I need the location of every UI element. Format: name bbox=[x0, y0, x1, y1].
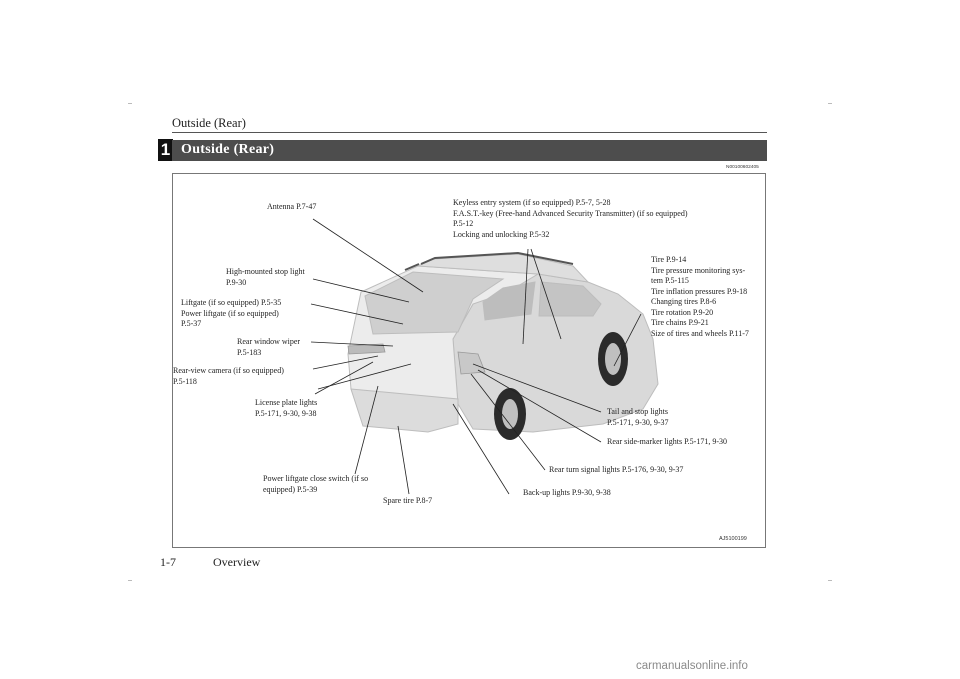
section-title: Outside (Rear) bbox=[181, 142, 274, 158]
label-tail-and-stop-lights: Tail and stop lights P.5-171, 9-30, 9-37 bbox=[607, 407, 669, 428]
figure-id: AJ5100199 bbox=[719, 536, 747, 542]
vehicle-figure: Antenna P.7-47 Keyless entry system (if … bbox=[172, 173, 766, 548]
crop-mark bbox=[128, 580, 132, 581]
label-rear-view-camera: Rear-view camera (if so equipped) P.5-11… bbox=[173, 366, 284, 387]
section-code: N00100602405 bbox=[726, 165, 759, 170]
label-back-up-lights: Back-up lights P.9-30, 9-38 bbox=[523, 488, 611, 499]
footer-chapter-name: Overview bbox=[213, 555, 260, 570]
crop-mark bbox=[128, 103, 132, 104]
page-number: 1-7 bbox=[160, 555, 176, 570]
label-high-mounted-stop-light: High-mounted stop light P.9-30 bbox=[226, 267, 305, 288]
label-rear-turn-signal-lights: Rear turn signal lights P.5-176, 9-30, 9… bbox=[549, 465, 683, 476]
label-keyless-entry: Keyless entry system (if so equipped) P.… bbox=[453, 198, 688, 240]
label-license-plate-lights: License plate lights P.5-171, 9-30, 9-38 bbox=[255, 398, 317, 419]
crop-mark bbox=[828, 103, 832, 104]
label-rear-side-marker-lights: Rear side-marker lights P.5-171, 9-30 bbox=[607, 437, 727, 448]
label-antenna: Antenna P.7-47 bbox=[267, 202, 316, 213]
label-spare-tire: Spare tire P.8-7 bbox=[383, 496, 432, 507]
header-rule bbox=[172, 132, 767, 133]
label-power-liftgate-close-switch: Power liftgate close switch (if so equip… bbox=[263, 474, 368, 495]
watermark-link[interactable]: carmanualsonline.info bbox=[636, 660, 748, 672]
label-rear-window-wiper: Rear window wiper P.5-183 bbox=[237, 337, 300, 358]
running-header: Outside (Rear) bbox=[172, 116, 246, 131]
label-tire: Tire P.9-14 Tire pressure monitoring sys… bbox=[651, 255, 749, 339]
label-liftgate: Liftgate (if so equipped) P.5-35 Power l… bbox=[181, 298, 281, 330]
crop-mark bbox=[828, 580, 832, 581]
chapter-tab: 1 bbox=[158, 139, 173, 161]
